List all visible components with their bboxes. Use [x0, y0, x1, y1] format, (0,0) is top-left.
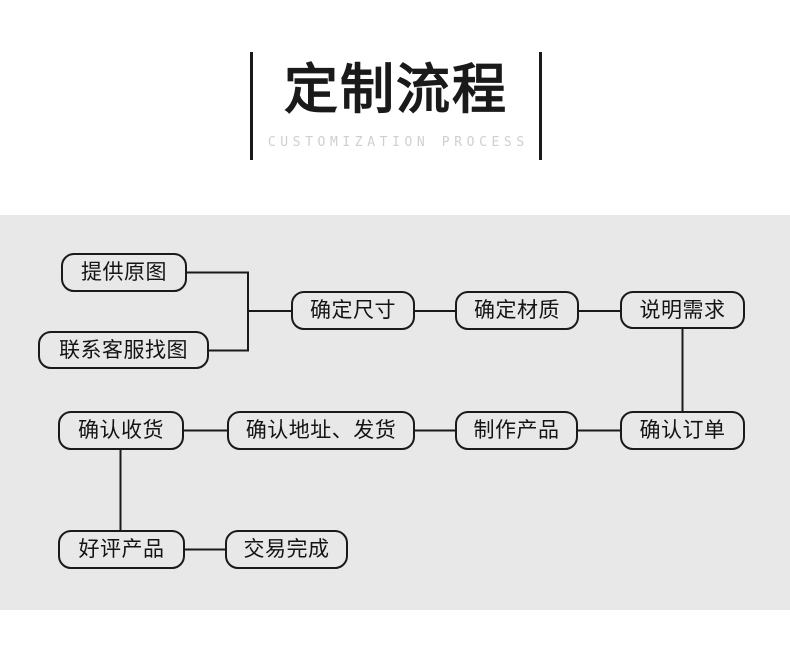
flow-node-explain-needs: 说明需求: [620, 291, 745, 329]
page-footer: [0, 610, 790, 645]
flowchart-connectors: [119, 271, 684, 551]
page-subtitle: CUSTOMIZATION PROCESS: [267, 135, 529, 150]
flow-node-confirm-receipt: 确认收货: [58, 411, 184, 450]
flow-node-make-product: 制作产品: [455, 411, 578, 450]
flow-node-trade-complete: 交易完成: [225, 530, 348, 569]
flowchart: 提供原图联系客服找图 确定尺寸 确定材质 说明需求确认订单 制作产品 确认地址、发货 确认收…: [0, 215, 790, 610]
flowchart-panel: 提供原图联系客服找图 确定尺寸 确定材质 说明需求确认订单 制作产品 确认地址、发货 确认收…: [0, 215, 790, 610]
flow-node-confirm-address: 确认地址、发货: [227, 411, 415, 450]
header-rule-left-icon: [250, 52, 253, 160]
flow-node-confirm-order: 确认订单: [620, 411, 745, 450]
flow-node-contact-service: 联系客服找图: [38, 331, 209, 369]
header-rule-right-icon: [539, 52, 542, 160]
flow-node-praise-product: 好评产品: [58, 530, 185, 569]
header-title-block: 定制流程 CUSTOMIZATION PROCESS: [250, 52, 542, 160]
flow-node-confirm-material: 确定材质: [455, 291, 579, 330]
page-header: 定制流程 CUSTOMIZATION PROCESS: [0, 0, 790, 215]
page-title: 定制流程: [284, 58, 508, 121]
flow-node-provide-artwork: 提供原图: [61, 253, 187, 292]
flow-node-confirm-size: 确定尺寸: [291, 291, 415, 330]
